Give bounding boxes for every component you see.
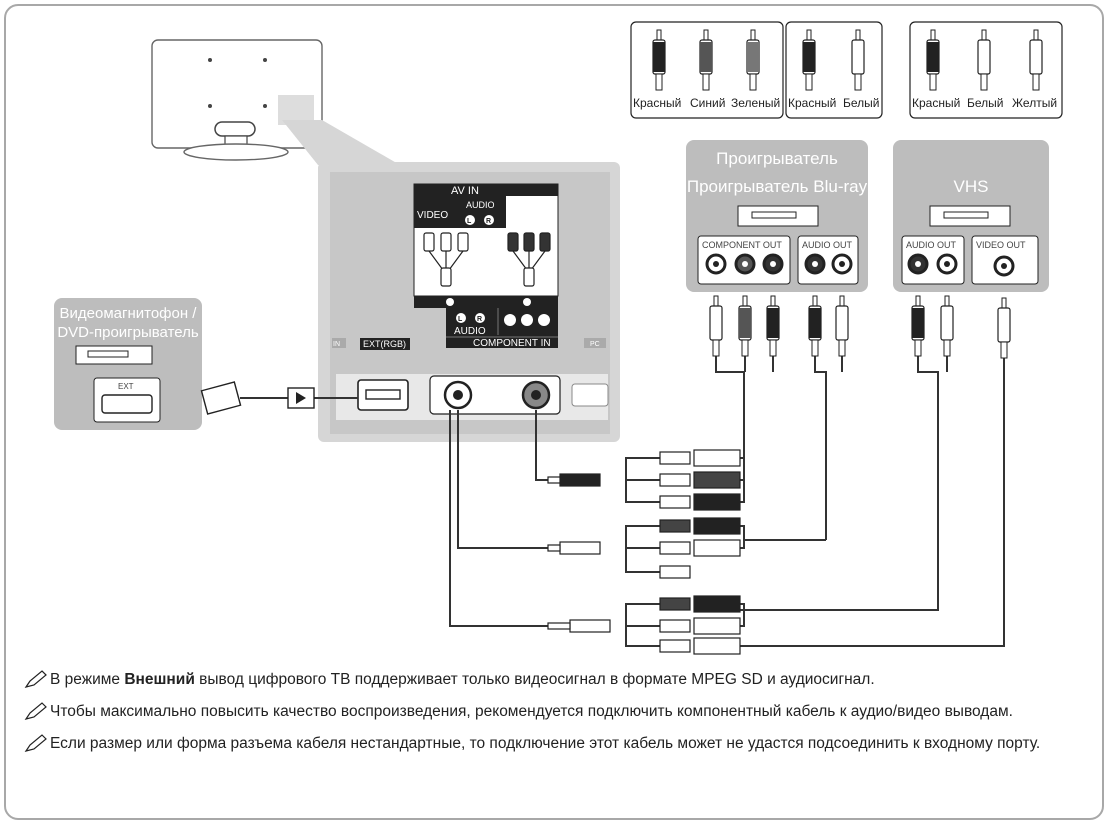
component-in-label: COMPONENT IN (473, 338, 551, 349)
svg-text:R: R (486, 218, 491, 225)
vcr-dvd-panel: Видеомагнитофон / DVD-проигрыватель EXT (54, 298, 202, 430)
vcr-title-2: DVD-проигрыватель (57, 324, 199, 341)
notes-section: В режиме Внешний вывод цифрового ТВ подд… (24, 668, 1084, 764)
cable-lines (240, 350, 1005, 647)
note-3: Если размер или форма разъема кабеля нес… (24, 732, 1084, 756)
note-1: В режиме Внешний вывод цифрового ТВ подд… (24, 668, 1084, 692)
ext-rgb-label: EXT(RGB) (363, 339, 406, 349)
svg-text:PC: PC (590, 341, 600, 348)
legend-blue: Синий (690, 96, 725, 110)
legend-red-1: Красный (633, 96, 681, 110)
legend-red-2: Красный (788, 96, 836, 110)
svg-text:COMPONENT OUT: COMPONENT OUT (702, 240, 782, 250)
audio-label-top: AUDIO (466, 200, 495, 210)
svg-text:L: L (458, 316, 463, 323)
device-plugs (709, 295, 1011, 359)
legend-white-1: Белый (843, 96, 879, 110)
vhs-panel: VHS AUDIO OUT VIDEO OUT (893, 140, 1049, 292)
svg-text:AUDIO OUT: AUDIO OUT (906, 240, 957, 250)
svg-text:VIDEO OUT: VIDEO OUT (976, 240, 1026, 250)
cable-color-legend: Красный Синий Зеленый Красный Белый Крас… (630, 21, 1063, 119)
audio-label-bottom: AUDIO (454, 326, 486, 337)
legend-white-2: Белый (967, 96, 1003, 110)
svg-text:IN: IN (333, 341, 340, 348)
connection-diagram: AV IN VIDEO AUDIO L R L R AUDIO COMPONEN… (54, 21, 1063, 655)
svg-text:L: L (467, 218, 472, 225)
svg-text:R: R (477, 316, 482, 323)
zoom-wedge (282, 120, 400, 165)
splitter-plugs (547, 449, 741, 655)
svg-text:EXT: EXT (118, 382, 134, 391)
svg-text:AUDIO OUT: AUDIO OUT (802, 240, 853, 250)
legend-yellow: Желтый (1012, 96, 1057, 110)
bluray-player-panel: Проигрыватель Проигрыватель Blu-ray COMP… (686, 140, 868, 292)
scart-plug (200, 381, 315, 415)
note-pencil-icon (24, 734, 47, 752)
vcr-title-1: Видеомагнитофон / (60, 305, 198, 322)
note-pencil-icon (24, 702, 47, 720)
video-label: VIDEO (417, 210, 448, 221)
av-in-label: AV IN (451, 185, 479, 197)
note-2: Чтобы максимально повысить качество восп… (24, 700, 1084, 724)
legend-green: Зеленый (731, 96, 780, 110)
bluray-title-2: Проигрыватель Blu-ray (687, 177, 868, 196)
vhs-title: VHS (954, 177, 989, 196)
tv-back-illustration (151, 39, 323, 161)
tv-jack-panel: AV IN VIDEO AUDIO L R L R AUDIO COMPONEN… (318, 162, 620, 442)
legend-red-3: Красный (912, 96, 960, 110)
bluray-title-1: Проигрыватель (716, 149, 838, 168)
note-pencil-icon (24, 670, 47, 688)
